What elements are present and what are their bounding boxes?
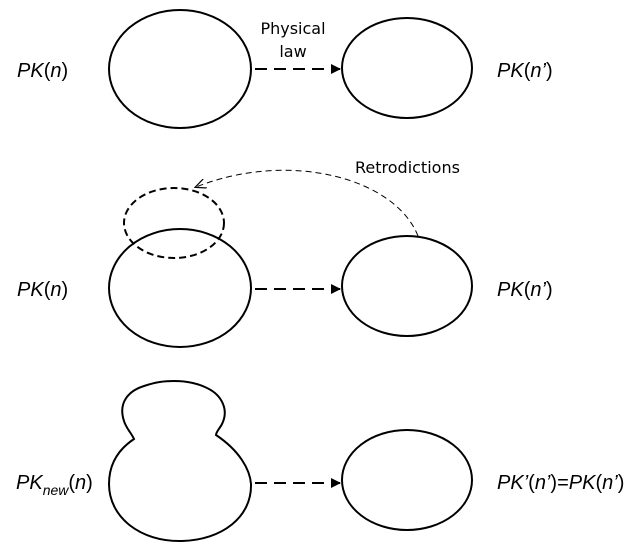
row1-right-label: PK(n’) bbox=[497, 60, 553, 82]
row2-right-label: PK(n’) bbox=[497, 279, 553, 301]
arrow-label-line1: Physical bbox=[260, 19, 325, 38]
row2-left-ellipse bbox=[108, 228, 252, 348]
row1-left-ellipse bbox=[108, 9, 252, 129]
arrow-label-line2: law bbox=[279, 42, 306, 61]
row2-left-label: PK(n) bbox=[17, 279, 68, 301]
row3-right-label: PK’(n’)=PK(n’) bbox=[497, 472, 624, 494]
row2-retrodicted-ellipse bbox=[123, 187, 225, 259]
row1-left-label: PK(n) bbox=[17, 60, 68, 82]
retrodictions-label: Retrodictions bbox=[355, 158, 460, 177]
row3-left-merged-shape bbox=[107, 379, 253, 543]
row1-right-ellipse bbox=[341, 17, 473, 119]
row2-right-ellipse bbox=[341, 235, 473, 337]
row3-left-label: PKnew(n) bbox=[16, 472, 93, 498]
retrodiction-arrow bbox=[196, 169, 419, 237]
row3-right-ellipse bbox=[341, 429, 473, 531]
